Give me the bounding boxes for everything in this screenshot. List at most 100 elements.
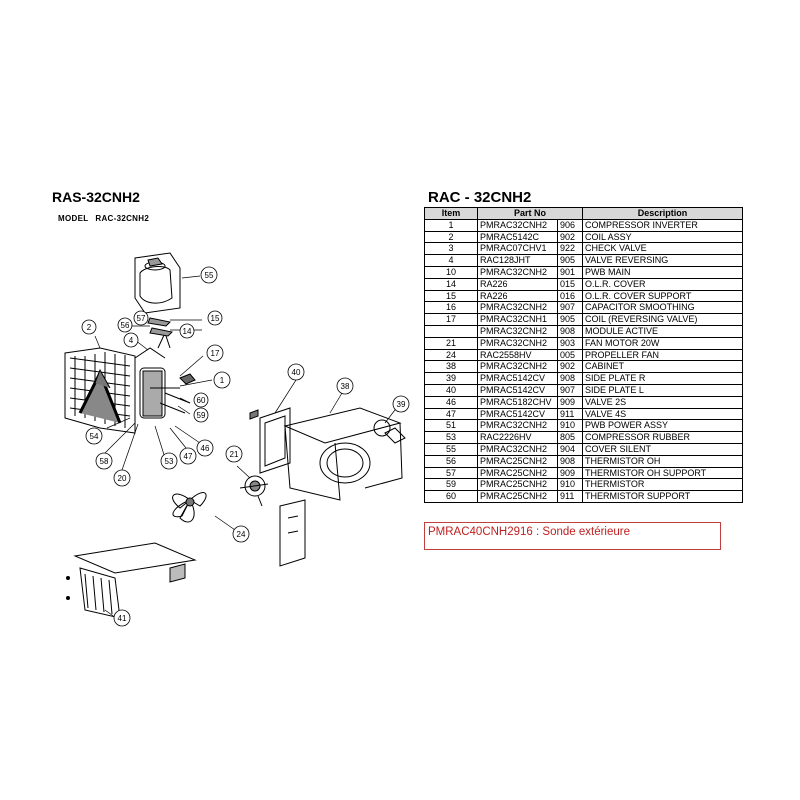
- cell-part-no: PMRAC32CNH2: [477, 419, 558, 433]
- cell-code: 907: [557, 301, 583, 315]
- callout-54: 54: [90, 432, 99, 441]
- cell-item: 56: [424, 454, 478, 468]
- cell-description: PWB POWER ASSY: [582, 419, 743, 433]
- cell-part-no: PMRAC32CNH2: [477, 218, 558, 232]
- cell-item: 24: [424, 348, 478, 362]
- callout-53: 53: [165, 457, 174, 466]
- cell-item: 16: [424, 301, 478, 315]
- cell-part-no: RAC2226HV: [477, 431, 558, 444]
- callout-24: 24: [237, 530, 246, 539]
- callout-60: 60: [197, 396, 206, 405]
- cell-item: 57: [424, 466, 478, 480]
- callout-17: 17: [211, 349, 220, 358]
- cell-description: COMPRESSOR INVERTER: [582, 218, 743, 232]
- cell-code: 908: [557, 324, 583, 338]
- cell-item: 47: [424, 407, 478, 421]
- cell-description: PROPELLER FAN: [582, 348, 743, 362]
- cell-item: 53: [424, 431, 478, 444]
- cell-item: 15: [424, 289, 478, 303]
- compressor-drawing: [134, 331, 191, 419]
- cell-code: 911: [557, 490, 583, 503]
- cell-part-no: PMRAC32CNH2: [477, 360, 558, 374]
- callout-39: 39: [397, 400, 406, 409]
- callout-55: 55: [205, 271, 214, 280]
- cell-code: 016: [557, 289, 583, 303]
- cell-item: 39: [424, 372, 478, 385]
- cell-description: THERMISTOR: [582, 478, 743, 492]
- cell-code: 908: [557, 454, 583, 468]
- callout-58: 58: [100, 457, 109, 466]
- cell-part-no: RA226: [477, 289, 558, 303]
- fan-motor-drawing: [239, 475, 269, 507]
- cell-code: 905: [557, 313, 583, 326]
- cell-part-no: PMRAC5142CV: [477, 383, 558, 397]
- cell-item: 3: [424, 242, 478, 256]
- callout-59: 59: [197, 411, 206, 420]
- cell-description: COIL ASSY: [582, 230, 743, 244]
- cell-item: 17: [424, 313, 478, 326]
- cell-part-no: RAC2558HV: [477, 348, 558, 362]
- cell-part-no: PMRAC32CNH1: [477, 313, 558, 326]
- cell-description: THERMISTOR SUPPORT: [582, 490, 743, 503]
- cell-code: 910: [557, 419, 583, 433]
- cell-item: 40: [424, 383, 478, 397]
- cell-description: FAN MOTOR 20W: [582, 336, 743, 350]
- cell-code: 908: [557, 372, 583, 385]
- cell-code: 902: [557, 230, 583, 244]
- cabinet-drawing: [283, 407, 406, 501]
- callout-1: 1: [220, 376, 225, 385]
- cell-code: 907: [557, 383, 583, 397]
- cell-part-no: PMRAC25CNH2: [477, 454, 558, 468]
- cell-part-no: PMRAC32CNH2: [477, 336, 558, 350]
- parts-list-title: RAC - 32CNH2: [428, 189, 532, 206]
- leader-lines: [94, 275, 399, 619]
- cell-item: 46: [424, 395, 478, 409]
- cell-part-no: PMRAC5142CV: [477, 372, 558, 385]
- cell-description: SIDE PLATE R: [582, 372, 743, 385]
- header-item: Item: [424, 207, 478, 220]
- cell-description: COVER SILENT: [582, 442, 743, 456]
- cell-code: 005: [557, 348, 583, 362]
- cell-code: 911: [557, 407, 583, 421]
- callout-4: 4: [129, 336, 134, 345]
- cell-part-no: PMRAC5182CHV: [477, 395, 558, 409]
- cell-part-no: PMRAC25CNH2: [477, 490, 558, 503]
- cell-code: 901: [557, 265, 583, 279]
- thermistor-drawing: [147, 317, 196, 385]
- callout-15: 15: [211, 314, 220, 323]
- callout-57: 57: [137, 314, 146, 323]
- cell-part-no: PMRAC25CNH2: [477, 466, 558, 480]
- callout-14: 14: [183, 327, 192, 336]
- cell-item: 38: [424, 360, 478, 374]
- front-panel-drawing: [279, 499, 306, 567]
- cell-code: 902: [557, 360, 583, 374]
- cell-description: SIDE PLATE L: [582, 383, 743, 397]
- side-plate-l-drawing: [249, 407, 291, 474]
- cell-description: PWB MAIN: [582, 265, 743, 279]
- cell-description: CAPACITOR SMOOTHING: [582, 301, 743, 315]
- cell-description: COMPRESSOR RUBBER: [582, 431, 743, 444]
- propeller-fan-drawing: [172, 492, 207, 523]
- cell-item: 2: [424, 230, 478, 244]
- cell-part-no: PMRAC32CNH2: [477, 265, 558, 279]
- cell-item: 60: [424, 490, 478, 503]
